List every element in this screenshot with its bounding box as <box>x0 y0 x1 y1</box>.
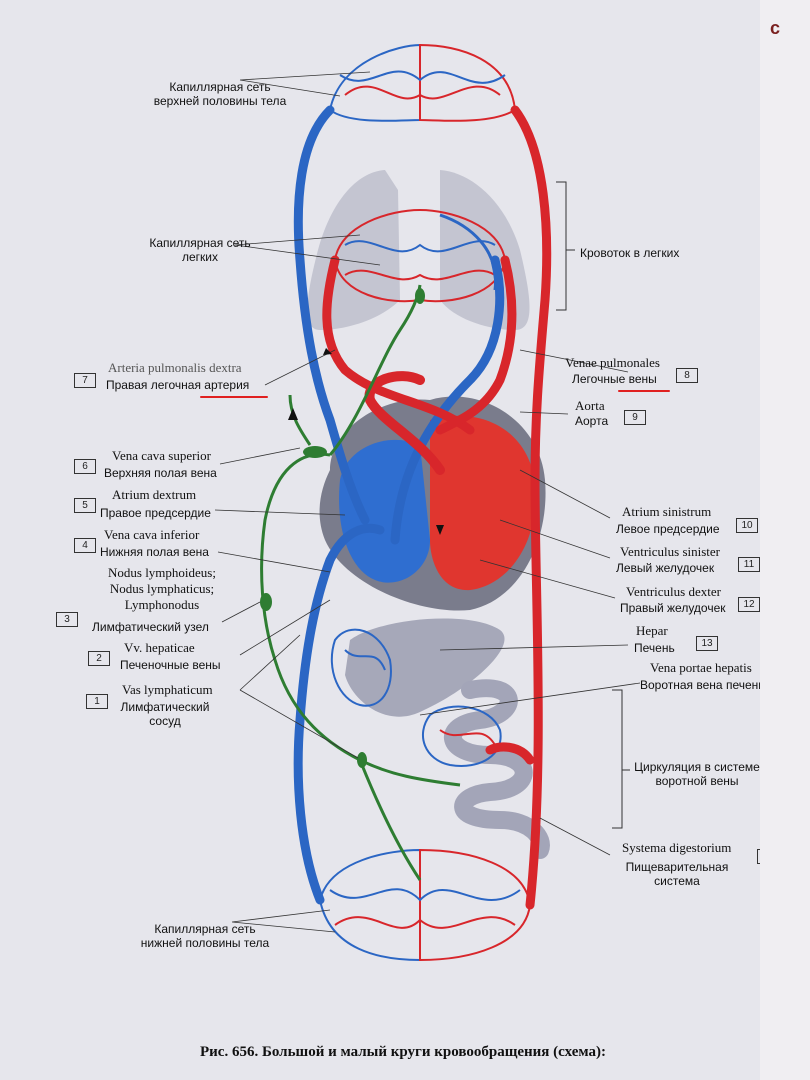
ru-8: Легочные вены <box>572 372 657 386</box>
label-cap-lungs: Капиллярная сеть легких <box>140 236 260 264</box>
latin-13: Hepar <box>636 623 668 638</box>
latin-3-block: Nodus lymphoideus; Nodus lymphaticus; Ly… <box>92 565 232 613</box>
label-portal-circulation: Циркуляция в системе воротной вены <box>632 760 762 788</box>
left-lung-shape <box>307 170 400 330</box>
label-pulmonary-flow: Кровоток в легких <box>580 246 680 260</box>
figure-caption: Рис. 656. Большой и малый круги кровообр… <box>200 1044 607 1060</box>
badge-10: 10 <box>736 518 758 533</box>
badge-1: 1 <box>86 694 108 709</box>
lower-capillary-network <box>318 848 532 962</box>
lymph-duct-junction <box>303 446 327 458</box>
badge-5: 5 <box>74 498 96 513</box>
ru-15-line1: Пищеварительная <box>625 860 729 874</box>
badge-6: 6 <box>74 459 96 474</box>
cap-upper-line1: Капиллярная сеть <box>169 80 271 94</box>
ru-14: Воротная вена печени <box>640 678 765 692</box>
ru-1-line1: Лимфатический <box>120 700 210 714</box>
adjacent-page-letter: с <box>770 18 781 38</box>
badge-9: 9 <box>624 410 646 425</box>
ru-5: Правое предсердие <box>100 506 211 520</box>
upper-capillary-network <box>328 43 517 122</box>
lymph-node-lower <box>357 752 367 768</box>
badge-8: 8 <box>676 368 698 383</box>
ru-7: Правая легочная артерия <box>106 378 250 392</box>
portal-line2: воротной вены <box>655 774 739 788</box>
cap-lungs-line1: Капиллярная сеть <box>149 236 251 250</box>
latin-9: Aorta <box>575 398 605 413</box>
cap-lower-line1: Капиллярная сеть <box>154 922 256 936</box>
heart-left-side <box>430 415 536 591</box>
latin-8: Venae pulmonales <box>565 355 660 370</box>
ru-2: Печеночные вены <box>120 658 221 672</box>
ru-15-line2: система <box>654 874 700 888</box>
latin-3-line3: Lymphonodus <box>124 597 200 612</box>
latin-7: Arteria pulmonalis dextra <box>108 360 242 375</box>
red-underline-7 <box>200 396 268 398</box>
latin-5: Atrium dextrum <box>112 487 197 502</box>
liver-shape <box>345 618 505 717</box>
systemic-arteries <box>322 105 552 910</box>
flow-arrows <box>288 348 444 535</box>
badge-11: 11 <box>738 557 760 572</box>
cap-upper-line2: верхней половины тела <box>153 94 287 108</box>
latin-14: Vena portae hepatis <box>650 660 752 675</box>
red-underline-8 <box>618 390 670 392</box>
latin-3-line2: Nodus lymphaticus; <box>109 581 215 596</box>
label-cap-lower: Капиллярная сеть нижней половины тела <box>130 922 280 950</box>
portal-line1: Циркуляция в системе <box>634 760 760 774</box>
systemic-veins <box>293 105 505 905</box>
cap-lungs-line2: легких <box>181 250 218 264</box>
ru-10: Левое предсердие <box>616 522 720 536</box>
label-cap-upper: Капиллярная сеть верхней половины тела <box>150 80 290 108</box>
lymphatic-vessels <box>260 284 461 881</box>
ru-1-block: Лимфатический сосуд <box>110 700 220 728</box>
latin-15: Systema digestorium <box>622 840 732 855</box>
ru-12: Правый желудочек <box>620 601 726 615</box>
badge-13: 13 <box>696 636 718 651</box>
latin-10: Atrium sinistrum <box>622 504 712 519</box>
badge-3: 3 <box>56 612 78 627</box>
ru-4: Нижняя полая вена <box>100 545 209 559</box>
badge-4: 4 <box>74 538 96 553</box>
ru-9: Аорта <box>575 414 609 428</box>
ru-6: Верхняя полая вена <box>104 466 217 480</box>
ru-1-line2: сосуд <box>149 714 181 728</box>
circulation-diagram <box>214 43 641 962</box>
ru-15-block: Пищеварительная система <box>622 860 732 888</box>
badge-7: 7 <box>74 373 96 388</box>
hepatic-capillary-network <box>330 628 502 767</box>
cap-lower-line2: нижней половины тела <box>140 936 270 950</box>
badge-12: 12 <box>738 597 760 612</box>
lymph-node-thoracic <box>415 288 425 304</box>
lymph-node-3 <box>260 593 272 611</box>
latin-11: Ventriculus sinister <box>620 544 721 559</box>
ru-13: Печень <box>634 641 675 655</box>
leader-lines <box>214 71 641 933</box>
bracket-pulmonary <box>556 181 575 311</box>
latin-1: Vas lymphaticum <box>122 682 213 697</box>
textbook-page: Капиллярная сеть верхней половины тела К… <box>0 0 792 1080</box>
latin-3-line1: Nodus lymphoideus; <box>108 565 216 580</box>
badge-2: 2 <box>88 651 110 666</box>
ru-11: Левый желудочек <box>616 561 715 575</box>
latin-2: Vv. hepaticae <box>124 640 195 655</box>
aortic-arch <box>364 371 445 475</box>
bracket-portal <box>612 689 630 829</box>
latin-4: Vena cava inferior <box>104 527 200 542</box>
adjacent-page-edge: с <box>760 0 810 1080</box>
ru-3: Лимфатический узел <box>92 620 209 634</box>
intestine-shape <box>444 679 550 859</box>
latin-12: Ventriculus dexter <box>626 584 721 599</box>
latin-6: Vena cava superior <box>112 448 211 463</box>
